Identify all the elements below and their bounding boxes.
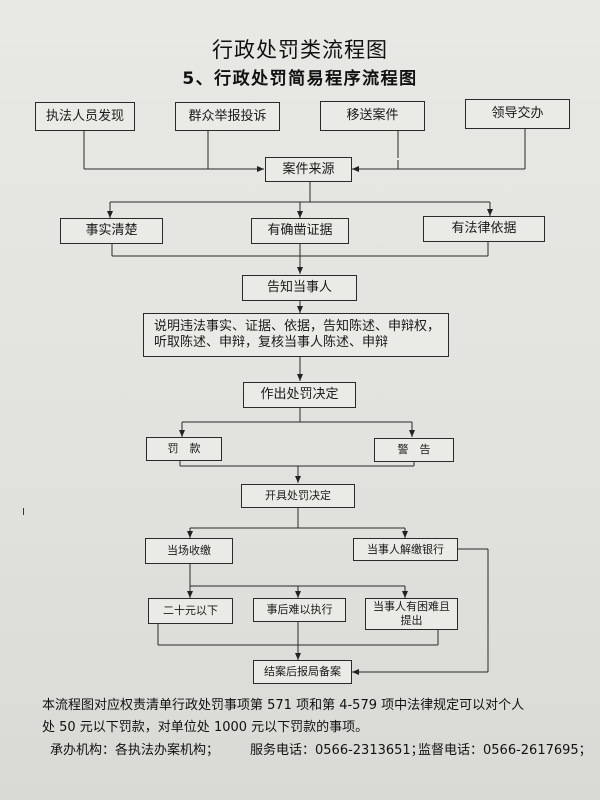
footer-supervise-phone: 监督电话：0566-2617695； [418, 743, 592, 758]
issue-decision-box: 开具处罚决定 [241, 484, 355, 508]
notify-party-box: 告知当事人 [242, 275, 357, 301]
footer-note-line-1: 本流程图对应权责清单行政处罚事项第 571 项和第 4-579 项中法律规定可以… [42, 698, 525, 713]
penalty-box-fine: 罚 款 [146, 437, 222, 461]
page-title: 行政处罚类流程图 [212, 38, 388, 62]
decision-box: 作出处罚决定 [243, 382, 356, 408]
payment-box-onsite: 当场收缴 [145, 538, 233, 564]
source-box-leadership: 领导交办 [465, 99, 570, 129]
case-source-box: 案件来源 [265, 157, 352, 182]
condition-box-legal-basis: 有法律依据 [423, 216, 545, 242]
penalty-box-warning: 警 告 [374, 438, 454, 462]
case-box-under-twenty: 二十元以下 [148, 598, 233, 624]
explain-line-1: 说明违法事实、证据、依据，告知陈述、申辩权， [154, 319, 441, 334]
condition-box-evidence: 有确凿证据 [251, 218, 349, 244]
source-box-public-report: 群众举报投诉 [175, 102, 280, 131]
footer-agency: 承办机构：各执法办案机构； [50, 743, 220, 758]
explain-box: 说明违法事实、证据、依据，告知陈述、申辩权， 听取陈述、申辩，复核当事人陈述、申… [143, 313, 449, 357]
case-box-party-difficulty: 当事人有困难且提出 [365, 598, 458, 630]
page-subtitle: 5、行政处罚简易程序流程图 [182, 69, 418, 89]
case-box-hard-to-enforce: 事后难以执行 [253, 598, 346, 622]
explain-line-2: 听取陈述、申辩，复核当事人陈述、申辩 [154, 335, 389, 350]
payment-box-bank: 当事人解缴银行 [353, 538, 458, 561]
margin-mark: I [22, 507, 25, 518]
source-box-transfer: 移送案件 [320, 101, 425, 131]
source-box-inspector: 执法人员发现 [35, 102, 135, 131]
footer-note-line-2: 处 50 元以下罚款，对单位处 1000 元以下罚款的事项。 [42, 720, 369, 735]
condition-box-facts: 事实清楚 [60, 218, 163, 244]
footer-service-phone: 服务电话：0566-2313651； [250, 743, 424, 758]
close-case-box: 结案后报局备案 [253, 660, 352, 684]
